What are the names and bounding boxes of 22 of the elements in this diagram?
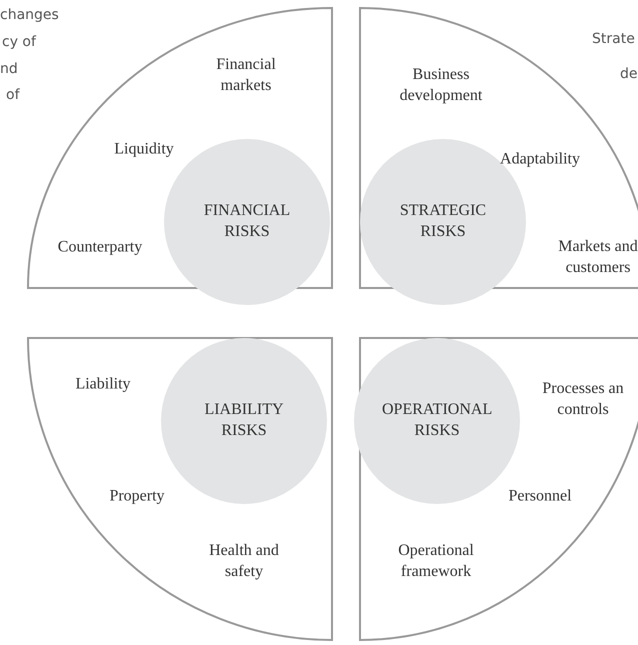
risk-item-label: Property bbox=[109, 486, 165, 507]
risk-category-title: FINANCIAL RISKS bbox=[202, 201, 292, 242]
cropped-text-fragment: cy of bbox=[2, 34, 36, 51]
risk-category-title: OPERATIONAL RISKS bbox=[382, 400, 492, 441]
cropped-text-fragment: Strate bbox=[592, 31, 635, 48]
risk-item-label: Liquidity bbox=[114, 140, 174, 160]
risk-category-title: LIABILITY RISKS bbox=[203, 400, 285, 441]
risk-item-label: Liability bbox=[75, 374, 131, 395]
risk-item-label: Markets and customers bbox=[557, 237, 638, 278]
cropped-text-fragment: of bbox=[6, 87, 20, 104]
risk-item-label: Business development bbox=[398, 65, 484, 106]
cropped-text-fragment: changes bbox=[0, 7, 59, 24]
risk-category-title: STRATEGIC RISKS bbox=[398, 201, 488, 242]
risk-item-label: Financial markets bbox=[215, 55, 277, 96]
risk-item-label: Adaptability bbox=[500, 150, 580, 170]
risk-item-label: Personnel bbox=[508, 486, 572, 507]
risk-item-label: Operational framework bbox=[397, 541, 475, 582]
risk-item-label: Processes an controls bbox=[541, 379, 625, 420]
cropped-text-fragment: nd bbox=[0, 61, 18, 78]
risk-item-label: Counterparty bbox=[58, 238, 142, 258]
risk-item-label: Health and safety bbox=[208, 541, 280, 582]
cropped-text-fragment: de bbox=[620, 66, 638, 83]
